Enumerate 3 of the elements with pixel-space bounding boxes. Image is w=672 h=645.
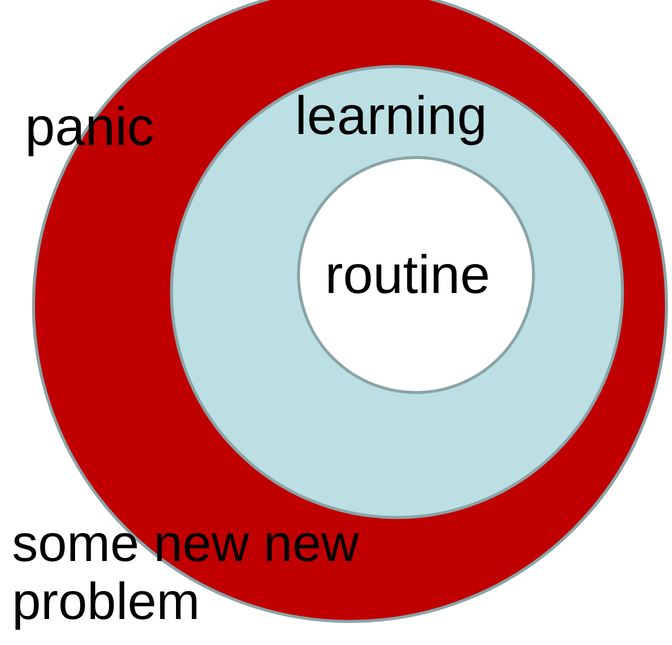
note-text: some new new problem: [12, 515, 360, 631]
zone-label: routine: [325, 245, 490, 305]
zone-label: learning: [295, 86, 488, 146]
